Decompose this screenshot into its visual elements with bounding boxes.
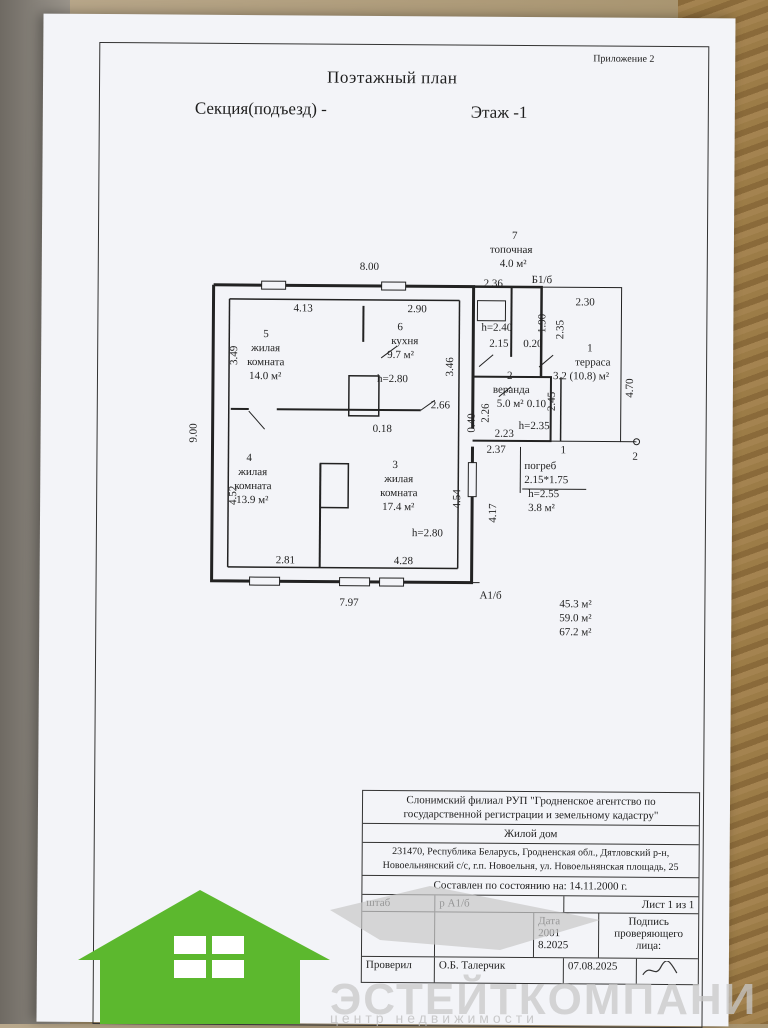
room-4-area: 13.9 м² <box>236 494 269 506</box>
dim-290: 2.90 <box>407 303 427 315</box>
axis-2: 2 <box>632 451 638 463</box>
room-5-area: 14.0 м² <box>249 370 282 382</box>
dim-266: 2.66 <box>431 399 451 411</box>
dim-428: 4.28 <box>394 555 414 567</box>
dim-413: 4.13 <box>293 302 313 314</box>
height-main: h=2.80 <box>377 373 409 385</box>
cellar-size: 2.15*1.75 <box>524 474 569 486</box>
total-1: 45.3 м² <box>559 598 592 610</box>
room-2-name: веранда <box>493 384 530 396</box>
room-1-name: терраса <box>575 356 611 368</box>
dim-349: 3.49 <box>228 345 240 365</box>
stamp-state: Составлен по состоянию на: 14.11.2000 г. <box>362 876 698 897</box>
dim-226: 2.26 <box>480 403 492 423</box>
dim-020: 0.20 <box>523 338 543 350</box>
dim-346: 3.46 <box>444 357 456 377</box>
room-3-num: 3 <box>392 459 398 471</box>
room-7-area: 4.0 м² <box>500 258 528 270</box>
room-7-name: топочная <box>490 244 533 256</box>
room-1-area: 3.2 (10.8) м² <box>553 370 610 382</box>
stamp-col-ref: р А1/б <box>435 895 564 912</box>
room-6-num: 6 <box>397 321 403 333</box>
room-2-num: 2 <box>507 370 513 382</box>
cellar-height: h=2.55 <box>528 488 560 500</box>
height-room3: h=2.80 <box>412 527 444 539</box>
dim-245: 2.45 <box>546 391 558 411</box>
dim-215: 2.15 <box>489 338 509 350</box>
cellar-name: погреб <box>524 460 556 472</box>
room-5-name2: комната <box>247 356 285 368</box>
room-3-area: 17.4 м² <box>382 501 415 513</box>
room-3-name2: комната <box>380 487 418 499</box>
room-7-num: 7 <box>512 230 518 242</box>
document-sheet: Приложение 2 Поэтажный план Секция(подъе… <box>36 14 735 1027</box>
room-5-name1: жилая <box>250 342 280 354</box>
stamp-date2: 8.2025 <box>538 939 568 951</box>
room-4-num: 4 <box>246 452 252 464</box>
axis-b: Б1/б <box>532 274 553 286</box>
room-4-name2: комната <box>234 480 272 492</box>
room-1-num: 1 <box>587 342 593 354</box>
stamp-org: Слонимский филиал РУП "Гродненское агент… <box>363 791 699 826</box>
stamp-date1: 2001 <box>538 927 560 939</box>
dim-223: 2.23 <box>495 428 515 440</box>
dim-237: 2.37 <box>486 444 506 456</box>
floor-plan: 8.00 7.97 9.00 А1/б Б1/б 1 2 4.13 2.90 3… <box>38 14 735 779</box>
axis-1: 1 <box>560 444 566 456</box>
dim-454: 4.54 <box>451 489 463 509</box>
room-6-name: кухня <box>391 335 418 347</box>
dim-230: 2.30 <box>575 296 595 308</box>
height-boiler: h=2.40 <box>481 322 513 334</box>
dim-417: 4.17 <box>487 503 499 523</box>
stamp-col-date: Дата 2001 8.2025 <box>534 913 599 957</box>
dim-235: 2.35 <box>554 319 566 339</box>
room-4-name1: жилая <box>237 466 267 478</box>
room-3-name1: жилая <box>383 473 413 485</box>
cellar-area: 3.8 м² <box>528 502 556 514</box>
dim-040: 0.40 <box>466 413 478 433</box>
total-2: 59.0 м² <box>559 612 592 624</box>
stamp-col-sign: Подпись проверяющего лица: <box>599 913 698 958</box>
stamp-grid-body: Дата 2001 8.2025 Подпись проверяющего ли… <box>362 912 698 959</box>
height-veranda: h=2.35 <box>519 420 551 432</box>
dim-width-bottom: 7.97 <box>339 597 359 609</box>
room-6-area: 9.7 м² <box>387 349 415 361</box>
stamp-object: Жилой дом <box>363 824 699 845</box>
axis-a: А1/б <box>479 590 502 602</box>
stamp-col-scale: штаб <box>362 895 435 912</box>
dim-470: 4.70 <box>624 378 636 398</box>
stamp-address: 231470, Республика Беларусь, Гродненская… <box>363 843 699 878</box>
dim-190: 1.90 <box>536 313 548 333</box>
stamp-sheet: Лист 1 из 1 <box>564 896 698 913</box>
dim-height: 9.00 <box>188 423 200 443</box>
dim-236: 2.36 <box>484 278 504 290</box>
dim-width-top: 8.00 <box>360 261 380 273</box>
dim-010: 0.10 <box>527 398 547 410</box>
title-block: Слонимский филиал РУП "Гродненское агент… <box>361 790 700 985</box>
total-3: 67.2 м² <box>559 626 592 638</box>
room-2-area: 5.0 м² <box>497 398 525 410</box>
dim-281: 2.81 <box>276 554 295 566</box>
room-5-num: 5 <box>263 328 269 340</box>
dim-018: 0.18 <box>373 423 393 435</box>
